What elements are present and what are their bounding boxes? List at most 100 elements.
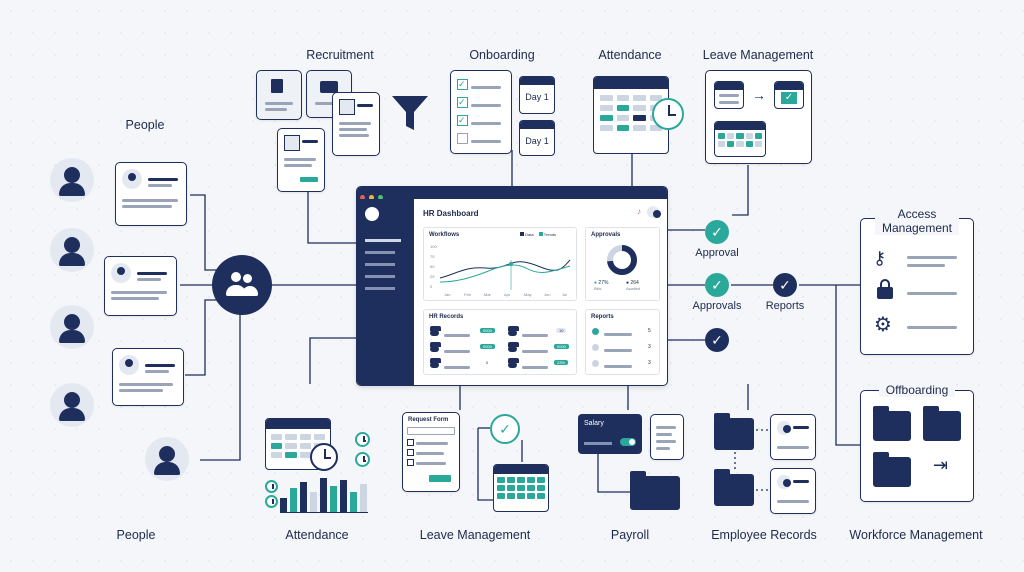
hr-records-title: HR Records <box>429 314 464 320</box>
clock-icon <box>265 480 278 493</box>
y-tick: 50 <box>430 264 435 269</box>
attendance-top-label: Attendance <box>598 48 662 62</box>
approved-check-icon: ✓ <box>490 414 520 444</box>
salary-label: Salary <box>584 420 604 427</box>
approvals-stat-2: ● 264 Awaited <box>626 280 641 291</box>
series-line-data <box>439 259 571 279</box>
folder-icon <box>430 326 441 336</box>
approvals-label: Approvals <box>692 300 742 312</box>
clock-icon <box>265 495 278 508</box>
clock-icon <box>355 452 370 467</box>
reports-check-icon: ✓ <box>773 273 797 297</box>
person-avatar-icon <box>50 305 94 349</box>
record-badge: 10 <box>556 328 567 333</box>
sidebar-item[interactable] <box>365 287 395 290</box>
request-form-card: Request Form <box>402 412 460 492</box>
day-one-text: Day 1 <box>525 92 549 102</box>
y-tick: 75 <box>430 254 435 259</box>
resume-card <box>332 92 380 156</box>
x-tick: Jan <box>444 292 450 297</box>
reports-panel: Reports 5 3 3 <box>585 309 660 375</box>
series-line-trends <box>439 264 571 283</box>
person-avatar-icon <box>50 228 94 272</box>
clock-icon <box>310 443 338 471</box>
folder-icon <box>714 469 754 506</box>
folder-icon <box>430 342 441 352</box>
sidebar-item[interactable] <box>365 263 395 266</box>
offboarding-card: Offboarding ⇥ <box>860 383 974 502</box>
recruitment-label: Recruitment <box>306 48 374 62</box>
profile-photo-icon <box>777 475 791 489</box>
sidebar-item[interactable] <box>365 275 395 278</box>
sidebar-item[interactable] <box>365 239 401 242</box>
approval-check-icon: ✓ <box>705 220 729 244</box>
approvals-panel-title: Approvals <box>591 232 621 238</box>
leave-management-top-label: Leave Management <box>702 48 814 62</box>
workflows-legend: Data Trends <box>520 232 556 237</box>
approvals-stat-1: ● 27% Bills <box>594 280 609 291</box>
payroll-label: Payroll <box>610 528 650 542</box>
user-avatar-icon[interactable] <box>647 206 661 218</box>
maximize-window-icon[interactable] <box>378 195 383 200</box>
folder-icon <box>873 452 911 487</box>
leave-management-card: → ✓ <box>705 70 812 164</box>
report-value: 5 <box>648 328 651 334</box>
workflows-panel: Workflows Data Trends 100 75 50 25 0 Jan… <box>423 227 577 301</box>
day-one-calendar-icon: Day 1 <box>519 76 555 114</box>
people-hub-icon <box>212 255 272 315</box>
window-titlebar <box>357 187 667 200</box>
resume-card <box>277 128 325 192</box>
stat-value: 264 <box>630 280 639 286</box>
sidebar-item[interactable] <box>365 251 395 254</box>
filter-funnel-icon <box>392 96 428 130</box>
dashboard-sidebar <box>357 199 414 385</box>
access-management-title: Access Management <box>875 207 959 235</box>
salary-card: Salary <box>578 414 642 454</box>
hr-records-panel: HR Records 0000 0000 0 10 0000 23% <box>423 309 577 375</box>
folder-icon <box>714 413 754 450</box>
record-badge: 0000 <box>480 344 495 349</box>
profile-card <box>104 256 177 316</box>
payroll-folder-icon <box>630 471 680 510</box>
record-badge: 23% <box>554 360 569 365</box>
y-tick: 25 <box>430 274 435 279</box>
profile-photo-icon <box>777 421 791 435</box>
submit-button[interactable] <box>429 475 451 482</box>
stat-value: 27% <box>598 280 609 286</box>
clock-icon <box>652 98 684 130</box>
approvals-check-icon: ✓ <box>705 273 729 297</box>
approvals-panel: Approvals ● 27% Bills ● 264 Awaited <box>585 227 660 301</box>
close-window-icon[interactable] <box>360 195 365 200</box>
profile-photo-icon <box>119 355 139 375</box>
dashboard-title: HR Dashboard <box>423 209 479 218</box>
person-avatar-icon <box>50 383 94 427</box>
lock-icon <box>877 279 893 299</box>
folder-icon <box>508 358 519 368</box>
leave-management-bottom-label: Leave Management <box>419 528 531 542</box>
onboarding-checklist: ✓ ✓ ✓ <box>450 70 512 154</box>
key-icon: ⚷ <box>873 248 887 268</box>
legend-trends: Trends <box>543 232 557 237</box>
workflows-title: Workflows <box>429 232 460 238</box>
profile-card <box>112 348 184 406</box>
onboarding-label: Onboarding <box>469 48 535 62</box>
salary-toggle[interactable] <box>620 438 636 446</box>
receipt-icon <box>650 414 684 460</box>
approvals-donut-chart <box>607 245 637 275</box>
people-bottom-label: People <box>116 528 156 542</box>
hr-dashboard-window: HR Dashboard ♪ Workflows Data Trends 100… <box>356 186 668 386</box>
folder-icon <box>508 326 519 336</box>
stat-label: Bills <box>594 286 602 291</box>
profile-photo-icon <box>111 263 131 283</box>
exit-door-icon: ⇥ <box>933 455 949 475</box>
workforce-management-label: Workforce Management <box>849 528 983 542</box>
employee-record-card <box>770 468 816 514</box>
minimize-window-icon[interactable] <box>369 195 374 200</box>
bell-icon[interactable]: ♪ <box>637 207 641 216</box>
person-avatar-icon <box>145 437 189 481</box>
legend-data: Data <box>525 232 534 237</box>
record-badge: 0000 <box>480 328 495 333</box>
attendance-bar-graphic <box>280 474 368 513</box>
